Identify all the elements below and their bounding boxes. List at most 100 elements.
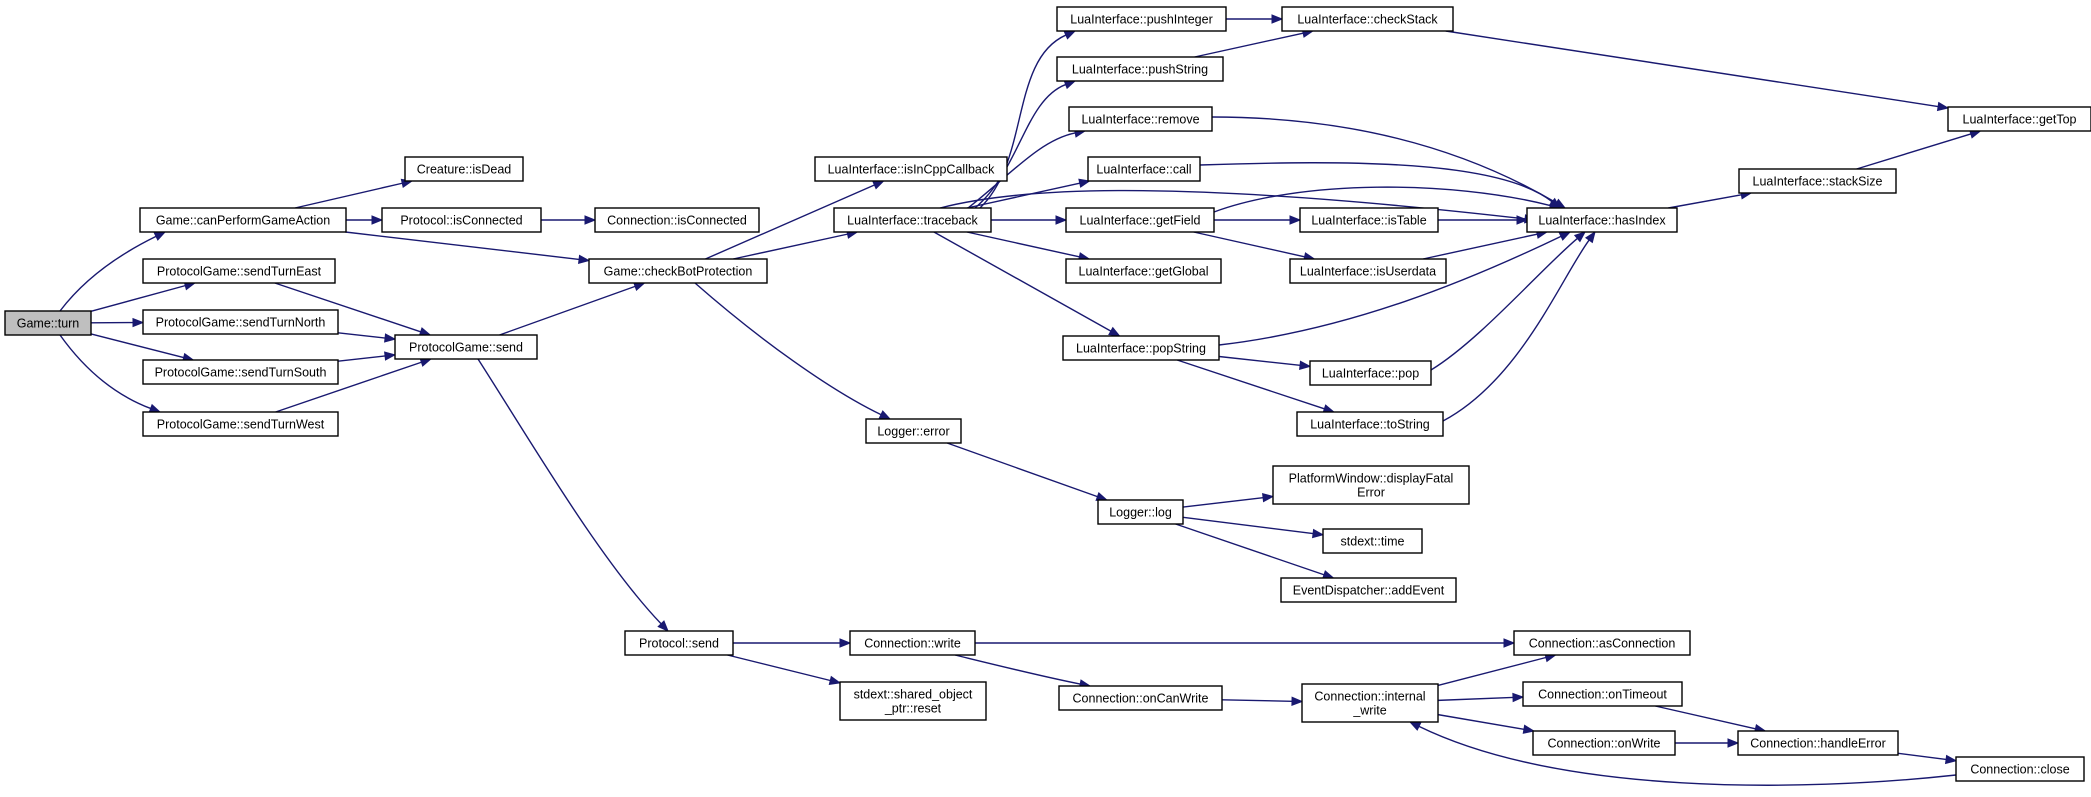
node-connection-onWrite[interactable]: Connection::onWrite xyxy=(1532,730,1676,756)
node-game-checkBot[interactable]: Game::checkBotProtection xyxy=(588,258,768,284)
node-lua-stackSize[interactable]: LuaInterface::stackSize xyxy=(1738,168,1897,194)
node-stdext-time[interactable]: stdext::time xyxy=(1322,528,1423,554)
node-lua-pop[interactable]: LuaInterface::pop xyxy=(1309,360,1432,386)
node-connection-onCanWrite[interactable]: Connection::onCanWrite xyxy=(1058,685,1223,711)
node-lua-isInCpp[interactable]: LuaInterface::isInCppCallback xyxy=(814,156,1008,182)
node-label: Connection::handleError xyxy=(1750,737,1886,751)
node-label: LuaInterface::popString xyxy=(1076,342,1206,356)
node-connection-internalWrite[interactable]: Connection::internal_write xyxy=(1301,683,1439,723)
node-lua-traceback[interactable]: LuaInterface::traceback xyxy=(833,207,992,233)
node-box xyxy=(1737,730,1899,756)
node-lua-remove[interactable]: LuaInterface::remove xyxy=(1068,106,1213,132)
node-logger-log[interactable]: Logger::log xyxy=(1097,499,1184,525)
edge-arrowhead xyxy=(1573,231,1587,243)
node-pg-sendTurnWest[interactable]: ProtocolGame::sendTurnWest xyxy=(142,411,339,437)
edge-line xyxy=(294,182,403,209)
node-label: Connection::onCanWrite xyxy=(1073,692,1209,706)
edge-line xyxy=(1430,237,1578,371)
node-label: ProtocolGame::sendTurnNorth xyxy=(156,316,326,330)
node-lua-getTop[interactable]: LuaInterface::getTop xyxy=(1947,106,2091,132)
edge-line xyxy=(946,442,1098,498)
edge-line xyxy=(1437,713,1525,731)
edge-arrowhead xyxy=(1503,638,1516,648)
node-lua-getGlobal[interactable]: LuaInterface::getGlobal xyxy=(1065,258,1222,284)
edge-line xyxy=(1182,496,1264,508)
edge-arrowhead xyxy=(1291,696,1304,707)
edge-protocol_send-to-connection_write xyxy=(733,638,852,648)
node-box xyxy=(1056,56,1224,82)
node-logger-error[interactable]: Logger::error xyxy=(865,418,962,444)
node-pg-sendTurnNorth[interactable]: ProtocolGame::sendTurnNorth xyxy=(142,309,339,335)
node-label: LuaInterface::checkStack xyxy=(1297,13,1438,27)
node-lua-pushInteger[interactable]: LuaInterface::pushInteger xyxy=(1056,6,1227,32)
node-stdext-reset[interactable]: stdext::shared_object_ptr::reset xyxy=(839,681,987,721)
node-box xyxy=(139,207,347,233)
edge-connection_internalWrite-to-connection_onTimeout xyxy=(1437,692,1525,703)
node-label: Connection::write xyxy=(864,637,961,651)
node-label: Logger::error xyxy=(877,425,949,439)
node-connection-asConnection[interactable]: Connection::asConnection xyxy=(1513,630,1691,656)
node-protocol-send[interactable]: Protocol::send xyxy=(624,630,734,656)
node-lua-isTable[interactable]: LuaInterface::isTable xyxy=(1299,207,1439,233)
node-lua-isUserdata[interactable]: LuaInterface::isUserdata xyxy=(1289,258,1447,284)
edge-lua_call-to-lua_hasIndex xyxy=(1199,162,1562,209)
edge-arrowhead xyxy=(1055,215,1068,225)
node-lua-toString[interactable]: LuaInterface::toString xyxy=(1296,411,1444,437)
node-connection-isConnected[interactable]: Connection::isConnected xyxy=(594,207,760,233)
edge-protocol_isConnected-to-connection_isConnected xyxy=(541,215,597,225)
node-connection-onTimeout[interactable]: Connection::onTimeout xyxy=(1522,681,1683,707)
node-lua-hasIndex[interactable]: LuaInterface::hasIndex xyxy=(1526,207,1678,233)
node-label: LuaInterface::pop xyxy=(1322,367,1419,381)
edge-connection_internalWrite-to-connection_asConnection xyxy=(1437,653,1557,687)
edge-line xyxy=(979,34,1067,209)
node-pg-send[interactable]: ProtocolGame::send xyxy=(394,334,538,360)
node-lua-checkStack[interactable]: LuaInterface::checkStack xyxy=(1281,6,1454,32)
edge-line xyxy=(1176,359,1325,410)
node-lua-pushString[interactable]: LuaInterface::pushString xyxy=(1056,56,1224,82)
edge-line xyxy=(1218,235,1562,346)
node-label: LuaInterface::stackSize xyxy=(1753,175,1883,189)
node-box xyxy=(1322,528,1423,554)
edge-line xyxy=(499,285,636,336)
edge-line xyxy=(337,332,386,339)
edge-arrowhead xyxy=(657,620,669,632)
node-lua-getField[interactable]: LuaInterface::getField xyxy=(1065,207,1215,233)
node-label: Connection::asConnection xyxy=(1529,637,1676,651)
node-box xyxy=(849,630,976,656)
node-lua-popString[interactable]: LuaInterface::popString xyxy=(1062,335,1220,361)
node-box xyxy=(142,411,339,437)
node-pg-sendTurnSouth[interactable]: ProtocolGame::sendTurnSouth xyxy=(142,359,339,385)
node-label: Protocol::isConnected xyxy=(400,214,522,228)
edge-arrowhead xyxy=(1516,215,1529,225)
node-box xyxy=(588,258,768,284)
edge-line xyxy=(274,282,421,333)
node-label: LuaInterface::call xyxy=(1096,163,1191,177)
node-label: Connection::close xyxy=(1970,763,2069,777)
node-lua-call[interactable]: LuaInterface::call xyxy=(1087,156,1201,182)
node-label: Creature::isDead xyxy=(417,163,512,177)
node-label: LuaInterface::isInCppCallback xyxy=(828,163,996,177)
node-box xyxy=(1299,207,1439,233)
node-pg-sendTurnEast[interactable]: ProtocolGame::sendTurnEast xyxy=(142,258,336,284)
edge-arrowhead xyxy=(878,410,892,420)
node-game-turn[interactable]: Game::turn xyxy=(4,310,92,336)
node-connection-write[interactable]: Connection::write xyxy=(849,630,976,656)
node-game-canPerform[interactable]: Game::canPerformGameAction xyxy=(139,207,347,233)
node-creature-isDead[interactable]: Creature::isDead xyxy=(404,156,524,182)
edge-connection_onWrite-to-connection_handleError xyxy=(1675,738,1740,748)
node-box xyxy=(1062,335,1220,361)
node-box xyxy=(394,334,538,360)
node-label: LuaInterface::traceback xyxy=(847,214,978,228)
node-protocol-isConnected[interactable]: Protocol::isConnected xyxy=(381,207,542,233)
edge-arrowhead xyxy=(828,675,842,685)
edge-lua_checkStack-to-lua_getTop xyxy=(1445,30,1950,112)
node-connection-handleError[interactable]: Connection::handleError xyxy=(1737,730,1899,756)
node-connection-close[interactable]: Connection::close xyxy=(1955,756,2085,782)
edge-arrowhead xyxy=(1584,230,1596,244)
node-event-addEvent[interactable]: EventDispatcher::addEvent xyxy=(1280,577,1457,603)
node-box xyxy=(1056,6,1227,32)
edge-line xyxy=(705,184,875,260)
edge-line xyxy=(966,182,1080,209)
edge-pg_sendTurnNorth-to-pg_send xyxy=(337,332,397,343)
